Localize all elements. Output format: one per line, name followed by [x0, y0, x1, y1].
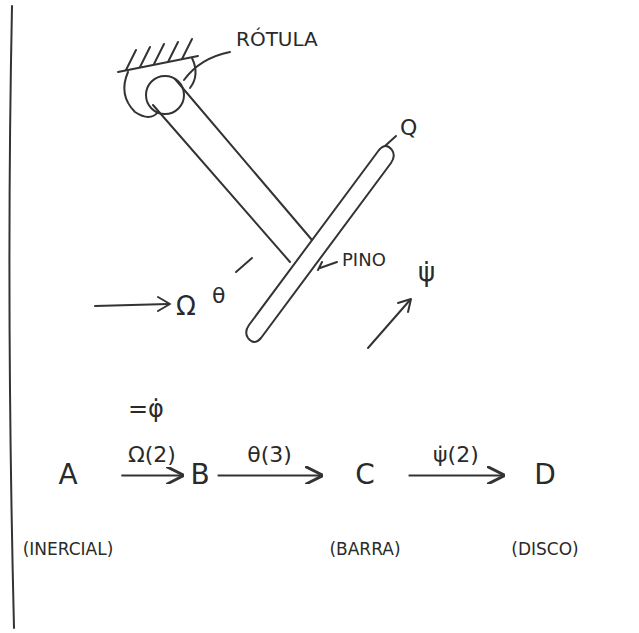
frame-arrow: [121, 474, 182, 476]
q-leader: [385, 136, 396, 146]
angle-tick: [236, 258, 252, 272]
sketch-label: RÓTULA: [236, 28, 318, 50]
frame-node: D (DISCO): [507, 458, 582, 561]
frame-name: (DISCO): [511, 539, 578, 559]
frame-letter: B: [190, 460, 209, 491]
pin-leader: [318, 262, 337, 270]
psi-arrow: [368, 299, 411, 348]
rotation-label: ψ̇(2): [433, 443, 479, 467]
frame-letter: C: [355, 460, 375, 491]
rotation-label: θ(3): [247, 443, 292, 467]
bar: [153, 79, 312, 262]
frame-node: A (INERCIAL): [19, 458, 118, 561]
frame-letter: D: [534, 460, 556, 491]
sketch-label: θ: [212, 284, 225, 308]
frame-arrow: [409, 474, 504, 476]
frame-letter: A: [58, 460, 77, 491]
frame-node: C (BARRA): [325, 458, 404, 561]
frame-name: (BARRA): [329, 539, 400, 559]
sketch-label: Q: [400, 116, 417, 140]
frame-node: B: [186, 458, 213, 493]
rotation-label: Ω(2): [128, 443, 176, 467]
frame-arrow: [218, 474, 322, 476]
sketch-label: ψ̇: [418, 258, 435, 287]
ball-leader: [184, 52, 230, 80]
sketch-label: PINO: [342, 250, 386, 270]
disk-edge: [246, 146, 394, 342]
omega-arrow: [95, 297, 170, 311]
sketch-label: =φ̇: [128, 396, 164, 422]
frame-name: (INERCIAL): [23, 539, 114, 559]
margin-line: [9, 6, 14, 628]
sketch-label: Ω: [176, 292, 196, 321]
